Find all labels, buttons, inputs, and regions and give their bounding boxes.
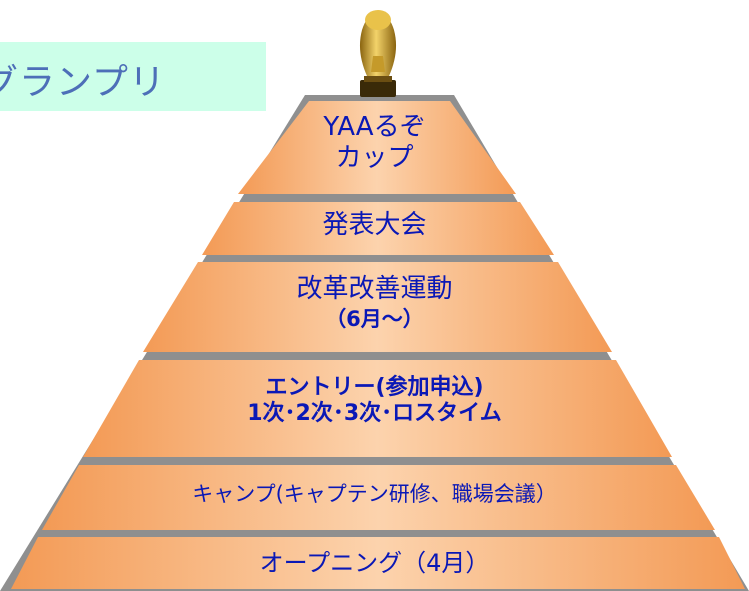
tier-1-line1: YAAるぞ	[323, 112, 426, 142]
tier-3-band	[143, 262, 612, 352]
tier-3-line2: （6月～）	[325, 307, 424, 332]
tier-5-band	[42, 465, 715, 530]
tier-1-band	[238, 101, 516, 194]
tier-5-line1: キャンプ(キャプテン研修、職場会議）	[192, 482, 557, 506]
tier-4-line1: エントリー(参加申込)	[265, 375, 484, 400]
tier-3-line1: 改革改善運動	[296, 274, 453, 304]
tier-2-band	[202, 202, 554, 255]
tier-1-line2: カップ	[335, 143, 414, 174]
tier-4-band	[83, 360, 672, 457]
tier-6-band	[11, 537, 745, 589]
title-text: グランプリ	[0, 62, 166, 103]
tier-3-label: 改革改善運動 （6月～）	[0, 274, 749, 332]
tier-4-label: エントリー(参加申込) 1次･2次･3次･ロスタイム	[0, 375, 749, 428]
tier-5-label: キャンプ(キャプテン研修、職場会議）	[0, 482, 749, 507]
tier-6-label: オープニング（4月）	[0, 549, 749, 578]
trophy-icon	[359, 10, 397, 97]
tier-1-label: YAAるぞ カップ	[0, 112, 749, 174]
tier-2-label: 発表大会	[0, 210, 749, 241]
title-banner: グランプリ	[0, 42, 266, 111]
tier-2-line1: 発表大会	[322, 210, 427, 240]
tier-4-line2: 1次･2次･3次･ロスタイム	[247, 401, 502, 427]
tier-6-line1: オープニング（4月）	[259, 549, 490, 577]
